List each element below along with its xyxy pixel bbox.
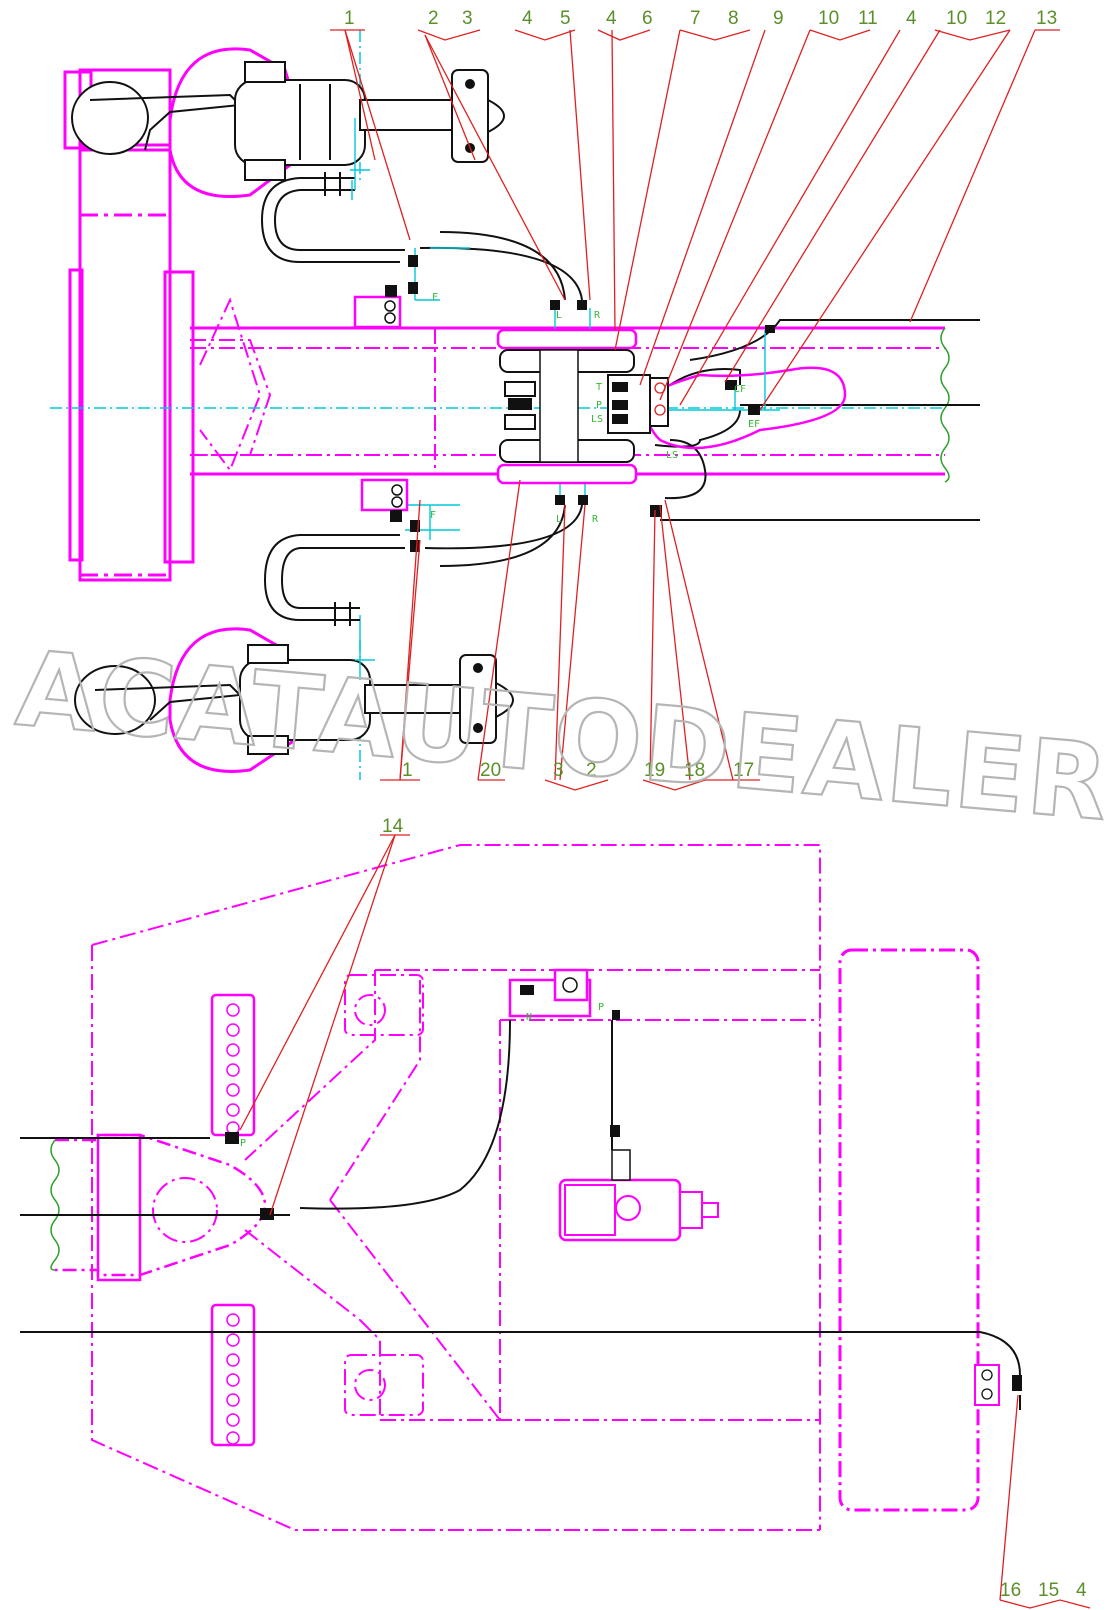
port-label: P: [596, 400, 602, 411]
callout-top: 8: [728, 8, 739, 29]
callout-top: 9: [773, 8, 784, 29]
priority-valve-front: [496, 328, 669, 485]
callout-top: 2: [428, 8, 439, 29]
steering-pump: [558, 1149, 719, 1242]
callout-bottom: 15: [1038, 1580, 1059, 1601]
callout-top: 6: [642, 8, 653, 29]
callout-top: 1: [344, 8, 355, 29]
callout-top: 3: [462, 8, 473, 29]
callout-middle: 19: [644, 760, 665, 781]
callout-top: 10: [818, 8, 839, 29]
callouts-middle: 1 20 3 2 19 18 17: [402, 760, 754, 781]
port-label: L: [556, 310, 562, 321]
rear-manifold-bottom: [210, 1303, 256, 1447]
callout-top: 4: [606, 8, 617, 29]
callout-middle: 3: [553, 760, 564, 781]
port-label: EF: [748, 419, 760, 430]
port-label: CF: [734, 384, 746, 395]
break-line-rear: [50, 1139, 60, 1271]
rear-frame: [50, 844, 980, 1531]
port-label: LS: [666, 450, 678, 461]
steering-cylinder-top: [71, 47, 505, 198]
callouts-top: 1 2 3 4 5 4 6 7 8 9 10 11 4 10 12 13: [344, 8, 1057, 29]
leader-lines: [239, 29, 1091, 1609]
callout-middle: 18: [684, 760, 705, 781]
callouts-bottom-right: 16 15 4: [1000, 1580, 1087, 1601]
front-small-blocks: [353, 285, 409, 522]
port-label: R: [594, 310, 601, 321]
watermark-text: ACATAUTODEALER.RU: [12, 627, 1110, 863]
callout-middle: 20: [480, 760, 501, 781]
callout-middle: 2: [586, 760, 597, 781]
callout-top: 11: [858, 8, 878, 29]
port-label: N: [526, 1012, 532, 1023]
callout-middle: 1: [402, 760, 413, 781]
rear-right-block: [974, 1364, 1000, 1406]
axle-plate: [163, 270, 195, 564]
port-label: P: [240, 1138, 246, 1149]
rear-manifold-top: [210, 993, 256, 1137]
port-label: F: [432, 292, 438, 303]
callout-top: 4: [522, 8, 533, 29]
callout-top: 10: [946, 8, 967, 29]
port-label: F: [430, 510, 436, 521]
port-label: T: [596, 382, 602, 393]
steering-cylinder-bottom: [74, 627, 514, 773]
callout-top: 12: [985, 8, 1006, 29]
port-label: R: [592, 514, 599, 525]
rear-hoses: [20, 1019, 1022, 1410]
port-label: P: [598, 1002, 604, 1013]
port-label: L: [556, 514, 562, 525]
port-labels: L R T P LS LS F CF EF L R F N P P: [240, 292, 760, 1149]
front-hoses: [260, 177, 980, 621]
callout-top: 7: [690, 8, 701, 29]
callout-bottom: 16: [1000, 1580, 1021, 1601]
callout-middle: 17: [733, 760, 754, 781]
port-label: LS: [591, 414, 603, 425]
callout-top: 4: [906, 8, 917, 29]
callout-top: 13: [1036, 8, 1057, 29]
callout-14: 14: [382, 816, 404, 837]
break-line-front: [940, 327, 950, 483]
callout-top: 5: [560, 8, 571, 29]
rear-valve-unit: [508, 968, 620, 1020]
callout-bottom: 4: [1076, 1580, 1087, 1601]
